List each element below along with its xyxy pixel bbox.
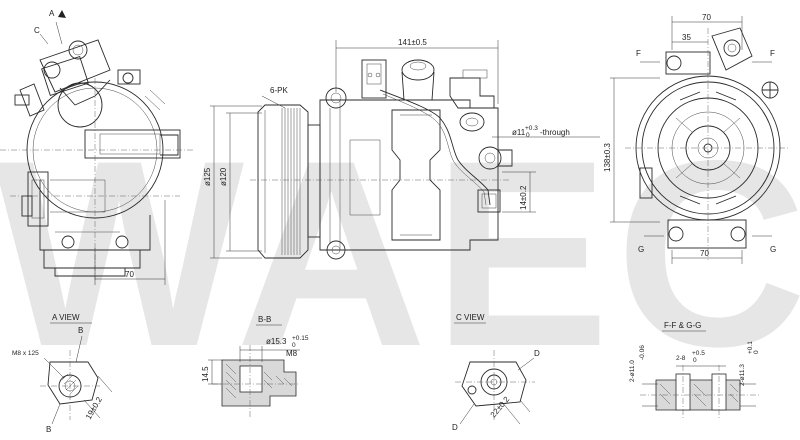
dim-dia-11-a: 2-ø11.0 [629,360,636,382]
dim-dia-15-3-tol: +0.15 [292,335,309,342]
section-label-g-left: G [638,245,644,254]
watermark: WAECO [0,106,800,402]
dim-dia-8: 2-8 [676,355,686,362]
dim-70-top: 70 [702,13,711,22]
dim-dia-11-a-tol: -0.06 [639,345,646,360]
dim-70-left: 70 [125,270,134,279]
thread-m8-b: M8 [286,349,298,358]
left-side-view: A C 70 [0,9,195,285]
dim-dia-15-3-tol0: 0 [292,342,296,349]
dim-14-5: 14.5 [201,366,210,382]
dim-hole-11-tol0: 0 [526,132,530,139]
view-title-ffgg: F-F & G-G [664,321,701,330]
dim-dia-11-b: 2-ø11.3 [739,364,746,386]
dim-hole-through: -through [540,128,570,137]
dim-dia-8-tol: +0.5 [692,350,705,357]
dim-dia-8-tol0: 0 [693,357,697,364]
dim-138: 138±0.3 [603,143,612,172]
section-label-d-bottom: D [452,423,458,432]
dim-dia-11-b-tol: +0.1 [747,341,754,354]
dim-dia-11-b-tol0: 0 [753,350,760,354]
section-label-g-right: G [770,245,776,254]
dim-dia-15-3: ø15.3 [266,337,287,346]
belt-label: 6-PK [270,86,288,95]
dim-70-bottom: 70 [700,249,709,258]
section-label-f-right: F [770,49,775,58]
section-label-a: A [49,9,55,18]
section-label-d-top: D [534,349,540,358]
section-label-b-bottom: B [46,425,51,434]
dim-dia-120: ø120 [219,167,228,186]
section-label-b-top: B [78,326,83,335]
dim-hole-11-tol: +0.3 [525,125,538,132]
dim-hole-11: ø11 [512,128,526,137]
dim-14: 14±0.2 [519,185,528,210]
center-front-view: 141±0.5 ø125 ø120 6-PK ø11 +0.3 0 -throu… [203,38,600,260]
dim-35: 35 [682,33,691,42]
detail-b-b-section: B-B ø15.3 +0.15 0 M8 14.5 [201,315,309,418]
dim-dia-125: ø125 [203,167,212,186]
thread-m8-a: M8 x 125 [12,350,39,357]
section-label-f-left: F [636,49,641,58]
section-label-c: C [34,26,40,35]
right-rear-view: 70 35 138±0.3 70 F F G G [603,13,790,264]
dim-141: 141±0.5 [398,38,427,47]
detail-ff-gg-section: F-F & G-G 2-ø11.0 -0.06 2-8 +0.5 0 2-ø11… [629,321,760,420]
view-title-bb: B-B [258,315,271,324]
view-title-c: C VIEW [456,313,485,322]
view-title-a: A VIEW [52,313,80,322]
